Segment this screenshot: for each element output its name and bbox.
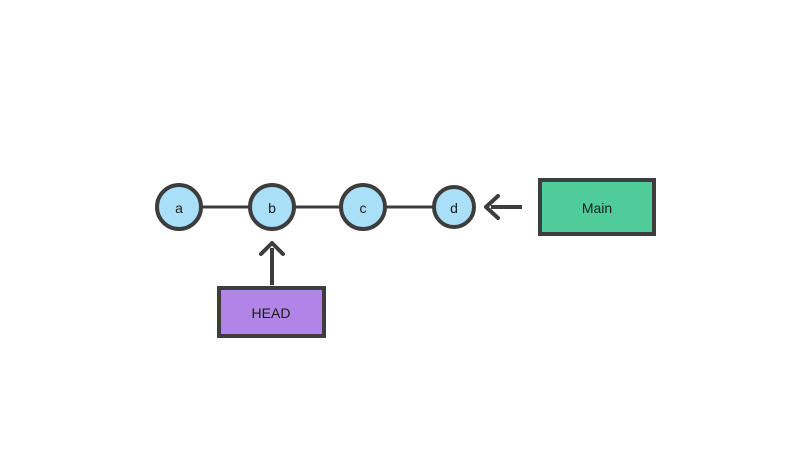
commit-node-a[interactable]: a — [155, 183, 203, 231]
commit-label-a: a — [175, 200, 183, 216]
branch-box-main[interactable]: Main — [538, 178, 656, 236]
commit-circle-c[interactable] — [339, 183, 387, 231]
commit-label-c: c — [360, 200, 367, 216]
arrow-head-up — [259, 241, 285, 256]
commit-node-b[interactable]: b — [248, 183, 296, 231]
commit-label-b: b — [268, 200, 276, 216]
head-box[interactable]: HEAD — [217, 286, 326, 338]
head-box-label: HEAD — [252, 305, 291, 321]
commit-circle-b[interactable] — [248, 183, 296, 231]
arrow-head-left — [484, 194, 500, 220]
head-to-b-arrow — [259, 241, 285, 285]
commit-label-d: d — [450, 200, 458, 216]
main-to-d-arrow — [484, 194, 522, 220]
commit-circle-d[interactable] — [432, 185, 476, 229]
branch-box-main-label: Main — [582, 200, 612, 216]
commit-node-c[interactable]: c — [339, 183, 387, 231]
head-box-rect[interactable] — [217, 286, 326, 338]
commit-node-d[interactable]: d — [432, 185, 476, 229]
commit-circle-a[interactable] — [155, 183, 203, 231]
branch-box-main-rect[interactable] — [538, 178, 656, 236]
